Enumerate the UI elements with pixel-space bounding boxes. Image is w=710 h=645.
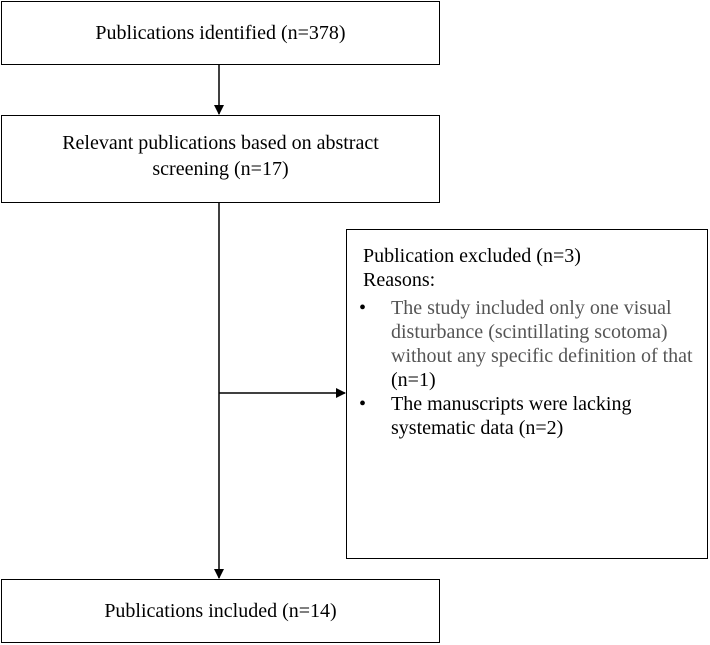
node-label: Publications included (n=14) <box>104 600 337 622</box>
node-publications-included: Publications included (n=14) <box>1 579 440 643</box>
node-relevant-publications: Relevant publications based on abstract … <box>1 115 440 203</box>
reason-count: (n=1) <box>391 369 436 391</box>
reason-text: The study included only one visual distu… <box>391 297 693 367</box>
exclusion-reason-1: • The study included only one visual dis… <box>359 296 697 392</box>
bullet-icon: • <box>359 393 367 415</box>
excluded-subtitle: Reasons: <box>363 269 436 291</box>
reason-text: The manuscripts were lacking systematic … <box>391 393 632 439</box>
node-publications-identified: Publications identified (n=378) <box>1 1 440 65</box>
exclusion-reason-2: • The manuscripts were lacking systemati… <box>359 392 697 440</box>
exclusion-reasons-list: • The study included only one visual dis… <box>359 296 697 440</box>
node-label: Publications identified (n=378) <box>95 22 346 44</box>
excluded-title: Publication excluded (n=3) <box>363 245 581 267</box>
node-publication-excluded: Publication excluded (n=3) Reasons: • Th… <box>346 229 708 559</box>
node-label: Relevant publications based on abstract … <box>62 132 379 180</box>
bullet-icon: • <box>359 297 367 319</box>
excluded-header: Publication excluded (n=3) Reasons: <box>363 244 581 292</box>
